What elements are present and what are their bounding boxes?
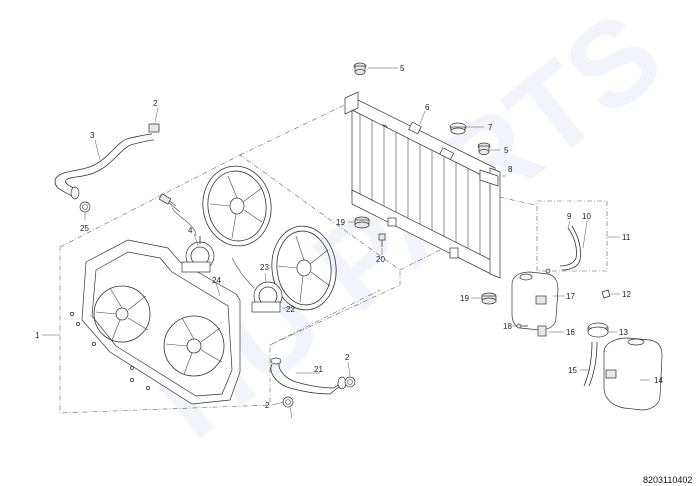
clip-12 <box>601 289 611 299</box>
overflow-hose <box>545 225 581 274</box>
callout-19-left: 19 <box>336 218 345 227</box>
fan-motor-23 <box>231 257 283 313</box>
fan-blade-upper <box>202 165 272 247</box>
callout-9: 9 <box>567 212 572 221</box>
callout-5-right: 5 <box>504 146 509 155</box>
callout-17: 17 <box>566 292 575 301</box>
callout-23: 23 <box>260 263 269 272</box>
reservoir-hose <box>583 341 598 387</box>
callout-5-top: 5 <box>400 64 405 73</box>
shroud-fan-blades <box>95 287 223 375</box>
callout-2-right: 2 <box>345 353 350 362</box>
fan-motor-4 <box>158 193 215 273</box>
callout-22: 22 <box>286 305 295 314</box>
callout-13: 13 <box>619 328 628 337</box>
callout-7: 7 <box>488 123 493 132</box>
callout-16: 16 <box>566 328 575 337</box>
callout-11: 11 <box>622 233 631 242</box>
bushing-left <box>354 216 370 229</box>
callout-10: 10 <box>582 212 591 221</box>
callout-3: 3 <box>90 131 95 140</box>
diagram-code: 8203110402 <box>643 475 692 485</box>
callout-labels: 1 2 2 2 3 4 5 5 6 7 8 9 10 11 12 13 14 1… <box>35 64 663 410</box>
shroud-bolts <box>70 312 150 390</box>
callout-19-bottom: 19 <box>460 294 469 303</box>
callout-8: 8 <box>508 165 513 174</box>
radiator-fins <box>359 114 481 260</box>
radiator <box>344 91 501 279</box>
callout-1: 1 <box>35 331 40 340</box>
callout-20: 20 <box>376 255 385 264</box>
reservoir-cap <box>587 322 609 338</box>
coolant-reservoir <box>511 271 559 337</box>
callout-21: 21 <box>314 365 323 374</box>
bushing-bottom <box>481 292 497 305</box>
callout-12: 12 <box>622 290 631 299</box>
callout-4: 4 <box>188 226 193 235</box>
callout-2-top: 2 <box>153 99 158 108</box>
radiator-cap <box>449 122 467 135</box>
callout-2-left: 2 <box>265 401 270 410</box>
callout-15: 15 <box>568 366 577 375</box>
callout-6: 6 <box>425 103 430 112</box>
callout-25: 25 <box>80 224 89 233</box>
callout-24: 24 <box>212 276 221 285</box>
bolt-18 <box>516 323 528 329</box>
callout-14: 14 <box>654 376 663 385</box>
upper-hose <box>54 123 160 213</box>
grommet-right <box>477 142 491 155</box>
expansion-tank <box>603 337 663 411</box>
fan-blade-lower <box>271 225 337 311</box>
leader-lines <box>42 67 650 419</box>
callout-18: 18 <box>503 322 512 331</box>
grommet-top <box>353 62 367 75</box>
drain-plug <box>378 233 386 247</box>
fan-shroud <box>70 239 241 405</box>
